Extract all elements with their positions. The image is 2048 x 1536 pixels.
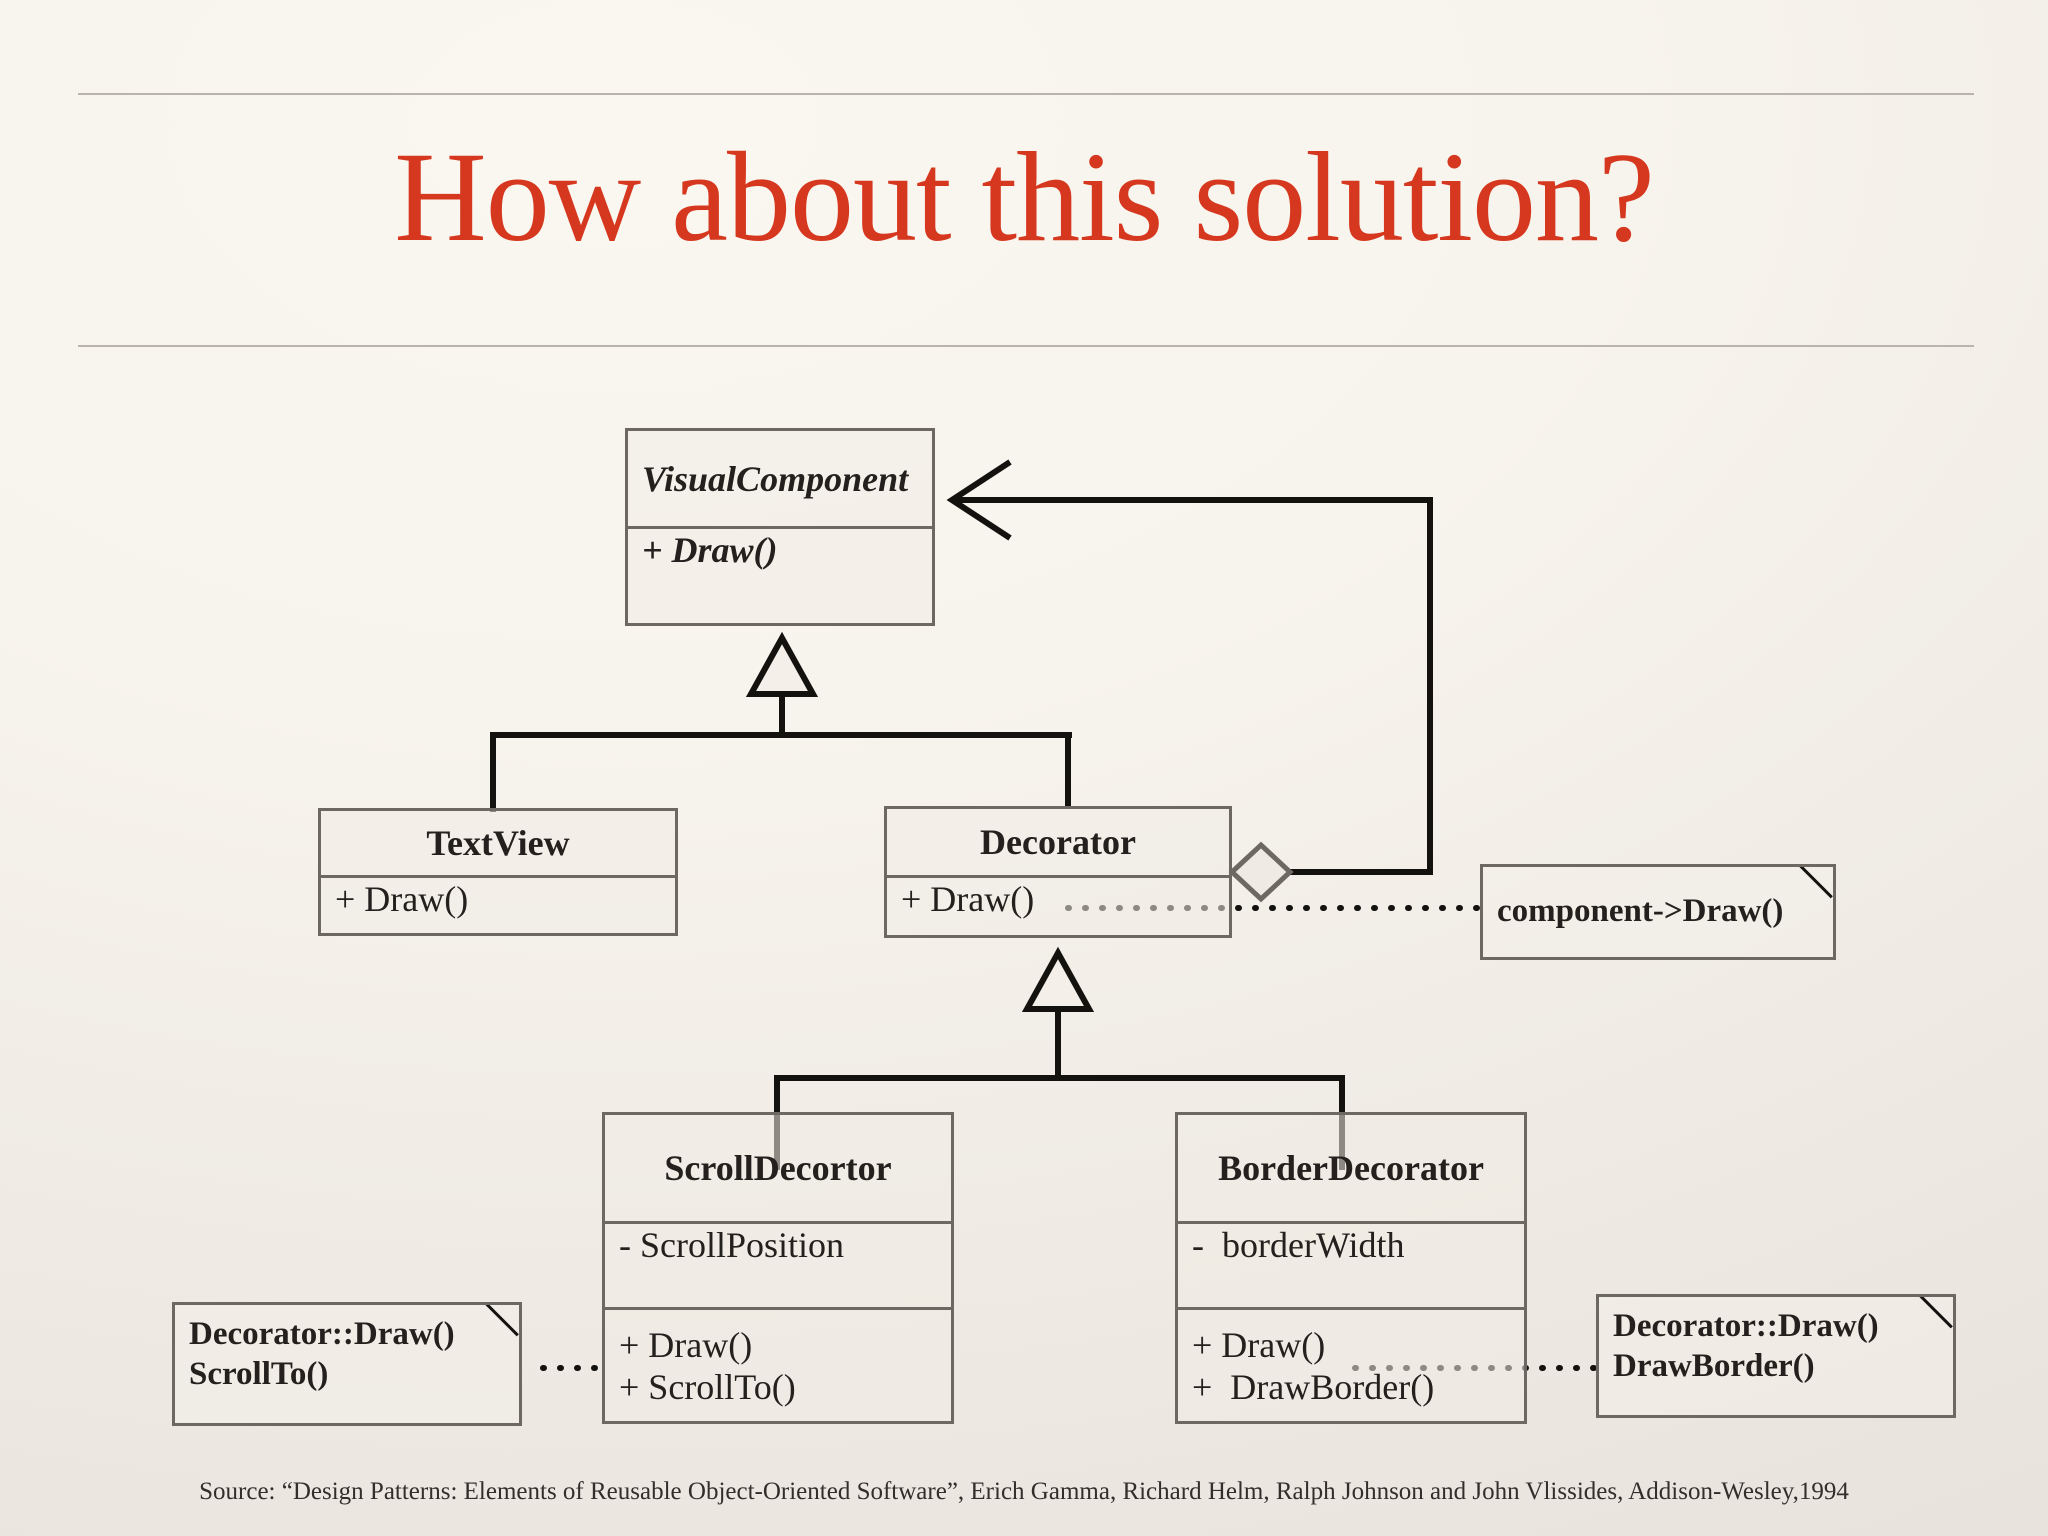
uml-operations-scroll-decortor: + Draw() + ScrollTo() bbox=[605, 1307, 951, 1421]
generalization-triangle-decorator bbox=[1021, 946, 1095, 1012]
note-line: DrawBorder() bbox=[1613, 1347, 1815, 1384]
note-fold-icon bbox=[1799, 867, 1833, 901]
note-line: component->Draw() bbox=[1497, 893, 1784, 930]
uml-operation: + Draw() bbox=[642, 530, 778, 570]
uml-attributes-scroll-decortor: - ScrollPosition bbox=[605, 1221, 951, 1307]
uml-class-scroll-decortor[interactable]: ScrollDecortor - ScrollPosition + Draw()… bbox=[602, 1112, 954, 1424]
uml-attribute: - borderWidth bbox=[1192, 1225, 1405, 1265]
uml-operations-visual-component: + Draw() bbox=[628, 526, 932, 626]
uml-operation: + DrawBorder() bbox=[1192, 1367, 1435, 1408]
page-title: How about this solution? bbox=[394, 126, 1655, 268]
generalization-triangle-visualcomponent bbox=[745, 631, 819, 697]
uml-operation: + Draw() bbox=[335, 879, 469, 919]
uml-operations-decorator: + Draw() bbox=[887, 875, 1229, 938]
note-fold-icon bbox=[485, 1305, 519, 1339]
uml-operation: + Draw() bbox=[619, 1325, 753, 1365]
uml-operation: + Draw() bbox=[901, 879, 1035, 919]
note-line: Decorator::Draw() bbox=[189, 1316, 455, 1352]
header-rule-top bbox=[78, 93, 1974, 95]
uml-note-component-draw[interactable]: component->Draw() bbox=[1480, 864, 1836, 960]
uml-note-scroll-draw[interactable]: Decorator::Draw() ScrollTo() bbox=[172, 1302, 522, 1426]
uml-operations-border-decorator: + Draw() + DrawBorder() bbox=[1178, 1307, 1524, 1421]
uml-attribute: - ScrollPosition bbox=[619, 1225, 845, 1265]
uml-class-name-scroll-decortor: ScrollDecortor bbox=[664, 1148, 892, 1188]
header-rule-bottom bbox=[78, 345, 1974, 347]
uml-class-name-visual-component: VisualComponent bbox=[642, 458, 909, 499]
source-citation: Source: “Design Patterns: Elements of Re… bbox=[199, 1478, 1849, 1505]
association-arrowhead bbox=[946, 459, 1012, 541]
note-line: Decorator::Draw() bbox=[1613, 1308, 1879, 1344]
note-line: ScrollTo() bbox=[189, 1355, 329, 1392]
uml-class-visual-component[interactable]: VisualComponent + Draw() bbox=[625, 428, 935, 626]
uml-attributes-border-decorator: - borderWidth bbox=[1178, 1221, 1524, 1307]
note-fold-icon bbox=[1919, 1297, 1953, 1331]
uml-note-border-draw[interactable]: Decorator::Draw() DrawBorder() bbox=[1596, 1294, 1956, 1418]
uml-class-text-view[interactable]: TextView + Draw() bbox=[318, 808, 678, 936]
uml-operations-text-view: + Draw() bbox=[321, 875, 675, 936]
uml-operation: + ScrollTo() bbox=[619, 1367, 796, 1408]
uml-class-name-decorator: Decorator bbox=[980, 822, 1136, 862]
uml-class-name-border-decorator: BorderDecorator bbox=[1218, 1148, 1484, 1188]
aggregation-diamond bbox=[1228, 841, 1294, 903]
uml-operation: + Draw() bbox=[1192, 1325, 1326, 1365]
uml-class-border-decorator[interactable]: BorderDecorator - borderWidth + Draw() +… bbox=[1175, 1112, 1527, 1424]
uml-class-name-text-view: TextView bbox=[426, 823, 570, 863]
uml-class-decorator[interactable]: Decorator + Draw() bbox=[884, 806, 1232, 938]
